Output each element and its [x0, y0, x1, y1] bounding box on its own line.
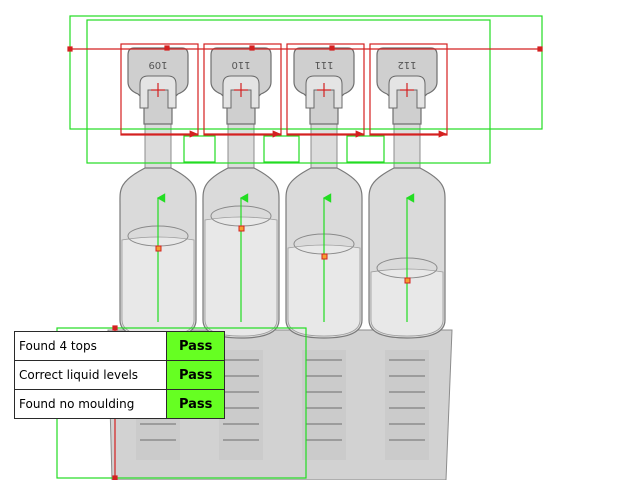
result-label: Found 4 tops: [13, 331, 168, 361]
found-top-box: [369, 43, 448, 136]
roi-top-search-inner: [86, 19, 491, 164]
strip-embossing: [302, 350, 346, 460]
result-row-moulding: Found no moulding Pass: [13, 389, 225, 419]
edge-marker: [249, 45, 255, 51]
cap-number: 109: [148, 59, 167, 70]
scan-endpoint: [537, 46, 543, 52]
result-label: Correct liquid levels: [13, 360, 168, 390]
cap-number: 111: [314, 59, 333, 70]
result-row-liquid-levels: Correct liquid levels Pass: [13, 360, 225, 390]
cap-grip: [388, 75, 426, 109]
roi-moulding-gap: [346, 135, 385, 163]
result-status-pass: Pass: [166, 360, 225, 390]
cap-grip: [305, 75, 343, 109]
found-top-box: [286, 43, 365, 136]
cap-number: 112: [397, 59, 416, 70]
ampoule: 112: [368, 47, 446, 460]
result-status-pass: Pass: [166, 331, 225, 361]
moulding-edge-point: [112, 325, 118, 331]
result-label: Found no moulding: [13, 389, 168, 419]
roi-green-overlay: [56, 15, 543, 479]
roi-moulding-gap: [263, 135, 300, 163]
result-status-pass: Pass: [166, 389, 225, 419]
roi-top-search-outer: [69, 15, 543, 130]
found-top-box: [120, 43, 199, 136]
cap-grip: [139, 75, 177, 109]
roi-red-overlay: [67, 43, 543, 480]
liquid-level-point: [321, 253, 328, 260]
edge-marker: [329, 45, 335, 51]
liquid-level-point: [155, 245, 162, 252]
liquid-level-point: [404, 277, 411, 284]
cap-number: 110: [231, 59, 250, 70]
roi-moulding-gap: [183, 135, 216, 163]
cap-grip: [222, 75, 260, 109]
strip-embossing: [385, 350, 429, 460]
inspection-results-table: Found 4 tops Pass Correct liquid levels …: [13, 331, 225, 419]
result-row-tops: Found 4 tops Pass: [13, 331, 225, 361]
liquid-level-point: [238, 225, 245, 232]
moulding-edge-point: [112, 475, 118, 480]
strip-embossing: [219, 350, 263, 460]
scan-endpoint: [67, 46, 73, 52]
edge-marker: [164, 45, 170, 51]
found-top-box: [203, 43, 282, 136]
